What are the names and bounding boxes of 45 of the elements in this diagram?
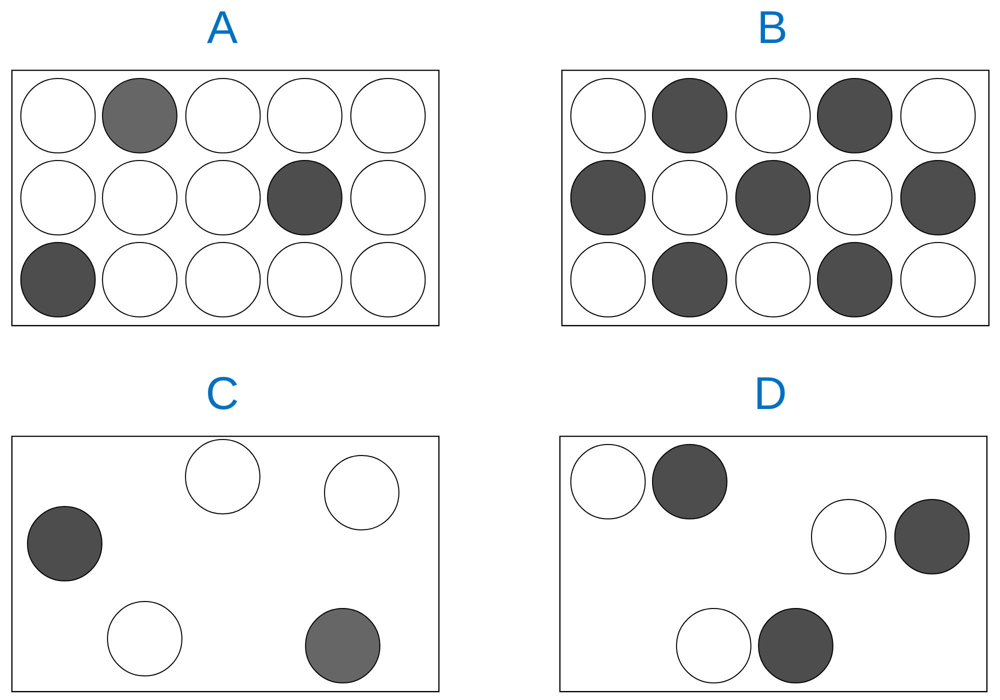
circle xyxy=(735,160,811,236)
circle xyxy=(735,242,811,318)
circle xyxy=(570,242,646,318)
circle xyxy=(350,78,426,154)
circle xyxy=(817,160,892,236)
circle xyxy=(735,78,811,154)
circle xyxy=(102,242,178,318)
circle xyxy=(267,78,342,154)
circle xyxy=(817,242,892,318)
circle xyxy=(570,78,646,154)
circle xyxy=(570,444,646,520)
circle xyxy=(350,160,426,236)
circle xyxy=(102,78,178,154)
circle xyxy=(324,455,400,530)
circle xyxy=(811,499,886,574)
circle xyxy=(652,444,728,520)
circle xyxy=(758,608,834,684)
circle xyxy=(107,601,182,676)
panel-heading: A xyxy=(207,11,238,43)
circle xyxy=(20,78,96,154)
circle xyxy=(570,160,646,236)
panel-heading: B xyxy=(760,11,786,43)
circle xyxy=(305,608,380,684)
circle xyxy=(652,242,728,318)
circle xyxy=(350,242,426,318)
circle xyxy=(817,78,892,154)
circle xyxy=(267,242,342,318)
circle xyxy=(20,160,96,236)
circle xyxy=(900,78,976,154)
circle xyxy=(652,78,728,154)
circle xyxy=(652,160,728,236)
circle xyxy=(267,160,342,236)
panel-heading: C xyxy=(208,376,238,410)
circle xyxy=(185,439,260,514)
panel-heading: D xyxy=(757,377,785,409)
circle xyxy=(20,242,96,318)
circle xyxy=(102,160,178,236)
circle xyxy=(894,499,970,574)
circle xyxy=(185,242,261,318)
circle xyxy=(900,242,976,318)
circle xyxy=(900,160,976,236)
circle xyxy=(27,506,102,582)
circle xyxy=(185,160,261,236)
circle xyxy=(676,608,752,684)
circle xyxy=(185,78,261,154)
